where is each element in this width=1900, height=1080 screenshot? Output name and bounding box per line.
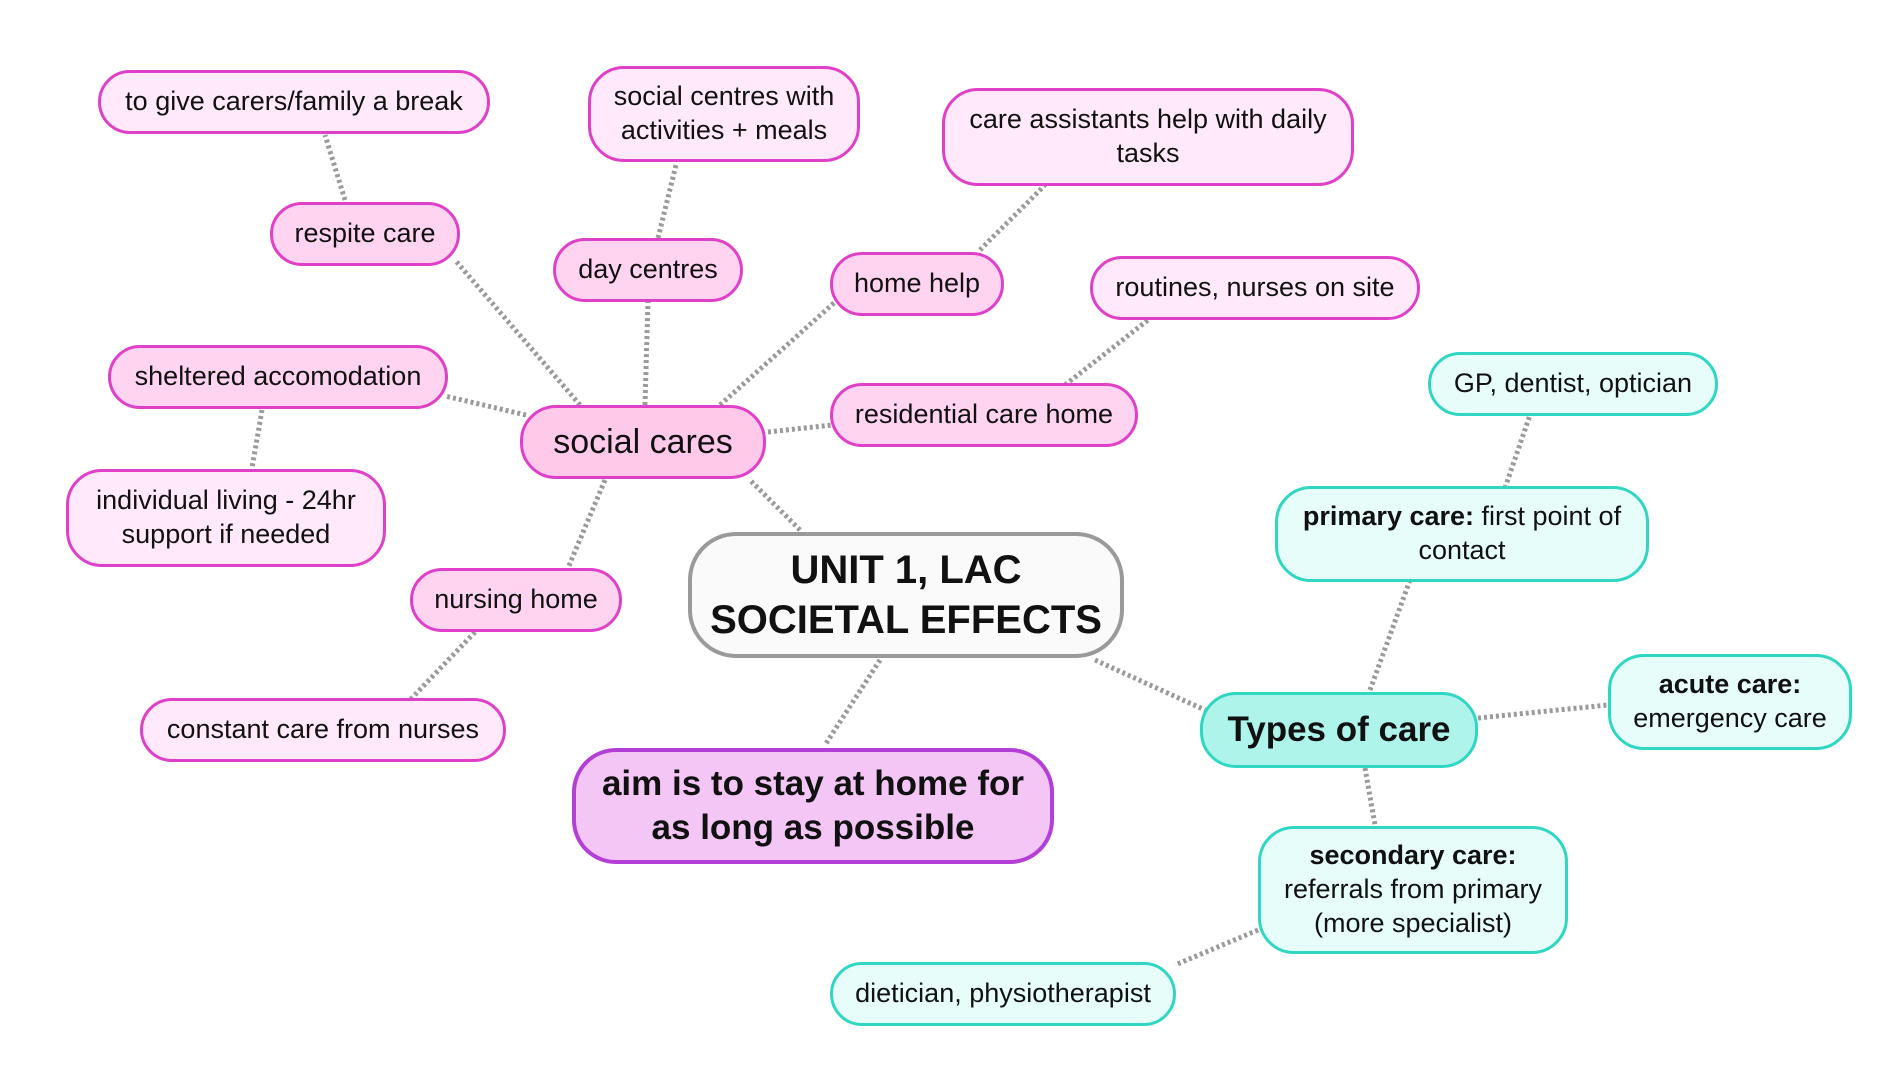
residential-care-node[interactable]: residential care home xyxy=(830,383,1138,447)
day-centres-label: day centres xyxy=(578,254,718,285)
care-assistants-node[interactable]: care assistants help with daily tasks xyxy=(942,88,1354,186)
types-of-care-label: Types of care xyxy=(1227,710,1451,750)
link-social-day xyxy=(642,299,651,406)
individual-living-line2: support if needed xyxy=(121,519,331,549)
care-assistants-line2: tasks xyxy=(1116,138,1180,168)
link-secondary-dietician xyxy=(1174,927,1259,968)
link-social-residential xyxy=(767,422,833,435)
gp-label: GP, dentist, optician xyxy=(1453,368,1693,399)
routines-node[interactable]: routines, nurses on site xyxy=(1090,256,1420,320)
central-topic-line2: SOCIETAL EFFECTS xyxy=(710,598,1102,642)
link-social-respite xyxy=(453,258,582,407)
social-centres-line2: activities + meals xyxy=(620,115,828,145)
give-break-label: to give carers/family a break xyxy=(125,86,463,117)
link-day-centres xyxy=(655,164,679,239)
link-center-aim xyxy=(822,658,883,747)
types-of-care-node[interactable]: Types of care xyxy=(1200,692,1478,768)
give-break-node[interactable]: to give carers/family a break xyxy=(98,70,490,134)
link-primary-gp xyxy=(1502,414,1533,489)
acute-care-title: acute care: xyxy=(1658,669,1802,700)
nursing-home-node[interactable]: nursing home xyxy=(410,568,622,632)
social-cares-label: social cares xyxy=(553,422,733,461)
respite-care-node[interactable]: respite care xyxy=(270,202,460,266)
primary-care-text2: contact xyxy=(1418,535,1506,565)
link-nursing-constant xyxy=(408,630,477,702)
link-center-social xyxy=(748,478,802,532)
link-center-types xyxy=(1093,657,1207,713)
link-social-homehelp xyxy=(718,300,837,407)
dietician-node[interactable]: dietician, physiotherapist xyxy=(830,962,1176,1026)
day-centres-node[interactable]: day centres xyxy=(553,238,743,302)
individual-living-node[interactable]: individual living - 24hr support if need… xyxy=(66,469,386,567)
home-help-label: home help xyxy=(853,268,981,299)
central-topic-line1: UNIT 1, LAC xyxy=(790,548,1022,592)
primary-care-text1: first point of xyxy=(1474,501,1622,532)
link-types-primary xyxy=(1367,579,1413,691)
home-help-node[interactable]: home help xyxy=(830,252,1004,316)
link-social-nursing xyxy=(565,479,608,569)
link-social-sheltered xyxy=(444,393,527,418)
routines-label: routines, nurses on site xyxy=(1115,272,1395,303)
central-topic-node[interactable]: UNIT 1, LAC SOCIETAL EFFECTS xyxy=(688,532,1124,658)
primary-care-line1: primary care: first point of xyxy=(1303,500,1621,534)
link-residential-routines xyxy=(1063,318,1150,387)
acute-care-node[interactable]: acute care: emergency care xyxy=(1608,654,1852,750)
social-centres-line1: social centres with xyxy=(613,81,835,112)
care-assistants-line1: care assistants help with daily xyxy=(969,104,1327,135)
link-types-secondary xyxy=(1362,767,1378,826)
secondary-care-line1: referrals from primary xyxy=(1283,874,1543,905)
link-types-acute xyxy=(1477,702,1609,721)
secondary-care-node[interactable]: secondary care: referrals from primary (… xyxy=(1258,826,1568,954)
aim-line2: as long as possible xyxy=(651,808,975,847)
secondary-care-title: secondary care: xyxy=(1309,840,1517,871)
acute-care-text: emergency care xyxy=(1633,703,1827,733)
residential-care-label: residential care home xyxy=(854,399,1114,430)
sheltered-node[interactable]: sheltered accomodation xyxy=(108,345,448,409)
sheltered-label: sheltered accomodation xyxy=(134,361,422,392)
dietician-label: dietician, physiotherapist xyxy=(855,978,1151,1009)
secondary-care-line2: (more specialist) xyxy=(1313,907,1513,938)
link-homehelp-assist xyxy=(978,183,1047,252)
respite-care-label: respite care xyxy=(294,218,436,249)
constant-care-label: constant care from nurses xyxy=(166,714,480,745)
individual-living-line1: individual living - 24hr xyxy=(96,485,356,516)
nursing-home-label: nursing home xyxy=(434,584,598,615)
gp-node[interactable]: GP, dentist, optician xyxy=(1428,352,1718,416)
aim-node[interactable]: aim is to stay at home for as long as po… xyxy=(572,748,1054,864)
aim-line1: aim is to stay at home for xyxy=(601,764,1025,804)
link-sheltered-individual xyxy=(249,409,265,469)
link-respite-break xyxy=(322,134,348,201)
social-centres-node[interactable]: social centres with activities + meals xyxy=(588,66,860,162)
constant-care-node[interactable]: constant care from nurses xyxy=(140,698,506,762)
primary-care-node[interactable]: primary care: first point of contact xyxy=(1275,486,1649,582)
primary-care-title: primary care: xyxy=(1302,501,1475,532)
social-cares-node[interactable]: social cares xyxy=(520,405,766,479)
